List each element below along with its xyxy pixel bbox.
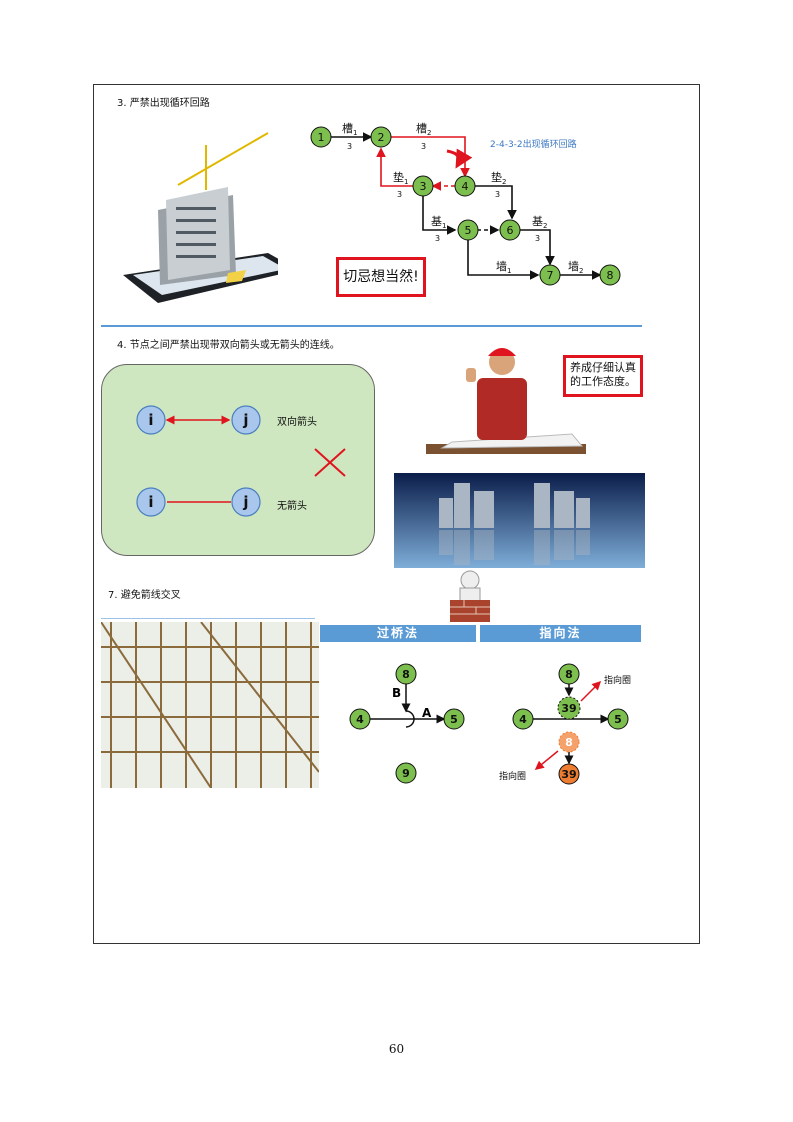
section4-heading: 4. 节点之间严禁出现带双向箭头或无箭头的连线。: [117, 340, 340, 351]
edge-label-cao2: 槽2: [416, 122, 431, 137]
city-buildings-photo: [394, 473, 645, 568]
bridge-node-bottom: [395, 762, 417, 784]
tab-pointer-method: 指向法: [480, 625, 641, 642]
worker-at-desk-photo: [426, 348, 586, 454]
page-frame: [93, 84, 700, 944]
bridge-node-top: [395, 663, 417, 685]
node-i-top-label: i: [148, 411, 153, 429]
bridge-node-left: [349, 708, 371, 730]
section7-divider: [101, 618, 315, 619]
edge-5-7: [467, 240, 540, 280]
edge-label-qiang1: 墙1: [496, 259, 511, 275]
node-label-5: 5: [465, 224, 472, 237]
edge-4-6: [475, 185, 517, 220]
pointer-lower-circle: [558, 731, 580, 753]
bridge-node-left-label: 4: [356, 713, 364, 726]
edge-dur-ji2: 3: [535, 234, 540, 243]
no-arrow-label: 无箭头: [277, 499, 307, 512]
page-number: 60: [388, 1042, 405, 1056]
cross-mark-icon: [314, 448, 346, 477]
pointer-method-diagram: 8 39 4 5 8 39 指向圈 指向圈: [499, 663, 631, 785]
bridge-node-right-label: 5: [450, 713, 458, 726]
pointer-node-left-label: 4: [519, 713, 527, 726]
edge-label-dian1: 垫1: [393, 170, 408, 186]
pointer-node-right-label: 5: [614, 713, 622, 726]
edge-6-7: [520, 229, 555, 266]
pointer-node-top: [558, 663, 580, 685]
node-label-1: 1: [318, 131, 325, 144]
bidirectional-label: 双向箭头: [277, 415, 317, 428]
section7-heading: 7. 避免箭线交叉: [108, 590, 181, 601]
node-6: [499, 219, 521, 241]
edge-dur-cao1: 3: [347, 142, 352, 151]
edge-dur-cao2: 3: [421, 142, 426, 151]
edge-3-5: [422, 196, 457, 235]
pointer-circle-node-label: 39: [561, 702, 576, 715]
arrow-rule-diagram: i j i j 双向箭头 无箭头: [136, 405, 346, 517]
warning-box: 切忌想当然!: [336, 257, 426, 297]
node-label-7: 7: [547, 269, 554, 282]
pointer-node-top-label: 8: [565, 668, 573, 681]
building-tablet-illustration: [123, 132, 278, 303]
node-2: [370, 126, 392, 148]
node-label-6: 6: [507, 224, 514, 237]
node-label-8: 8: [607, 269, 614, 282]
edge-label-qiang2: 墙2: [568, 259, 583, 275]
pointer-node-left: [512, 708, 534, 730]
node-label-2: 2: [378, 131, 385, 144]
node-5: [457, 219, 479, 241]
pointer-node-bottom-label: 39: [561, 768, 576, 781]
pointer-arrow-bottom: [534, 750, 559, 770]
pointer-arrow-top: [580, 680, 602, 702]
loop-arrow: [446, 148, 473, 169]
edge-label-ji1: 基1: [431, 215, 446, 230]
node-label-3: 3: [420, 180, 427, 193]
node-i-top: [136, 405, 166, 435]
pointer-circle-node: [557, 696, 581, 720]
node-j-bottom-label: j: [242, 493, 248, 511]
pointer-label-top: 指向圈: [604, 674, 631, 686]
node-j-top: [231, 405, 261, 435]
arrow-rule-panel: [101, 364, 375, 556]
label-b: B: [392, 686, 401, 700]
node-i-bottom: [136, 487, 166, 517]
node-4: [454, 175, 476, 197]
edge-label-cao1: 槽1: [342, 122, 357, 137]
edge-label-ji2: 基2: [532, 215, 547, 230]
edge-3-2: [376, 147, 413, 187]
node-j-top-label: j: [242, 411, 248, 429]
node-8: [599, 264, 621, 286]
edge-label-dian2: 垫2: [491, 170, 506, 186]
bridge-node-top-label: 8: [402, 668, 410, 681]
pointer-lower-circle-label: 8: [565, 736, 573, 749]
pointer-node-right: [607, 708, 629, 730]
node-7: [539, 264, 561, 286]
edge-dur-ji1: 3: [435, 234, 440, 243]
loop-network-diagram: 1 2 3 4 5 6 7 8 槽1 3 槽2 3 垫1 3 垫2 3 基1 3…: [310, 122, 621, 286]
loop-note: 2-4-3-2出现循环回路: [490, 138, 577, 150]
attitude-note-box: 养成仔细认真的工作态度。: [563, 355, 643, 397]
bridge-node-bottom-label: 9: [402, 767, 410, 780]
node-1: [310, 126, 332, 148]
node-j-bottom: [231, 487, 261, 517]
node-label-4: 4: [462, 180, 469, 193]
edge-dur-dian1: 3: [397, 190, 402, 199]
pointer-node-bottom: [558, 763, 580, 785]
label-a: A: [422, 706, 432, 720]
bridge-method-diagram: 8 9 4 5 B A: [349, 663, 465, 784]
bridge-node-right: [443, 708, 465, 730]
node-i-bottom-label: i: [148, 493, 153, 511]
scaffolding-photo: [101, 622, 319, 788]
section3-heading: 3. 严禁出现循环回路: [117, 98, 210, 109]
node-3: [412, 175, 434, 197]
tab-bridge-method: 过桥法: [320, 625, 476, 642]
brick-wall-figure: [450, 570, 490, 622]
edge-dur-dian2: 3: [495, 190, 500, 199]
pointer-label-bottom: 指向圈: [499, 770, 526, 782]
section-divider: [101, 325, 642, 327]
